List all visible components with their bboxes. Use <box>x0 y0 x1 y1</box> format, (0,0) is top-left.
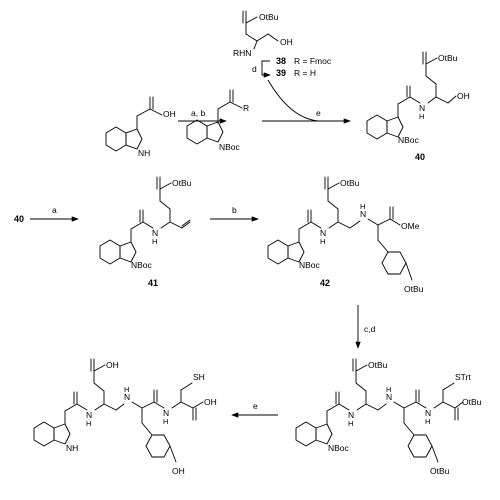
c40-oh-label: OH <box>457 91 470 101</box>
pen-otbu2-label: OtBu <box>462 397 482 407</box>
final-oh-label: OH <box>106 360 119 370</box>
final-h2-label: H <box>124 385 129 394</box>
step-e-top-label: e <box>316 108 321 118</box>
final-product-structure: N H OH N H N H SH OH OH NH <box>33 358 217 476</box>
boc-indole-ester-structure: R NBoc <box>186 89 249 152</box>
c42-ome-label: OMe <box>401 221 420 231</box>
indole-acetic-acid-structure: OH NH <box>105 96 176 158</box>
final-h3-label: H <box>163 417 168 426</box>
pen-h3-label: H <box>425 417 430 426</box>
compound-39-definition: R = H <box>294 68 316 78</box>
final-indole-nh-label: NH <box>66 443 78 453</box>
c42-h2-label: H <box>360 202 365 211</box>
c42-n1-label: N <box>320 228 326 238</box>
amino-alc-otbu-label: OtBu <box>259 12 279 22</box>
amino-alcohol-structure: OtBu OH RHN 38 R = Fmoc 39 R = H d <box>233 10 332 78</box>
acid-oh-label: OH <box>163 109 176 119</box>
c42-tyr-otbu-label: OtBu <box>404 284 424 294</box>
c41-n-label: N <box>152 228 158 238</box>
pen-otbu-label: OtBu <box>368 360 388 370</box>
step-b-label: b <box>232 205 237 215</box>
final-n2-label: N <box>124 392 130 402</box>
c42-nboc-label: NBoc <box>299 260 321 270</box>
compound-41-label: 41 <box>148 278 158 288</box>
pen-tyr-otbu-label: OtBu <box>430 466 450 476</box>
final-h1-label: H <box>86 419 91 428</box>
step-d-top-label: d <box>252 64 257 74</box>
pen-n3-label: N <box>425 408 431 418</box>
compound-39-label: 39 <box>276 68 286 78</box>
pen-n2-label: N <box>386 392 392 402</box>
final-n3-label: N <box>163 408 169 418</box>
pen-h2-label: H <box>386 385 391 394</box>
c41-otbu-label: OtBu <box>172 178 192 188</box>
c41-h-label: H <box>152 237 157 246</box>
c42-n2-label: N <box>360 209 366 219</box>
step-ab-label: a, b <box>191 108 205 118</box>
curved-arrow-39 <box>267 79 319 122</box>
final-sh-label: SH <box>193 372 205 382</box>
compound-42-structure: N H OtBu N H OMe OtBu NBoc 42 <box>267 176 424 294</box>
final-acid-oh-label: OH <box>204 397 217 407</box>
compound-40-start-label: 40 <box>14 214 24 224</box>
pen-nboc-label: NBoc <box>328 443 350 453</box>
final-n1-label: N <box>86 410 92 420</box>
pen-strt-label: STrt <box>455 372 471 382</box>
nboc-label-1: NBoc <box>219 142 241 152</box>
ester-r-label: R <box>243 103 249 113</box>
amino-alc-oh-label: OH <box>280 37 293 47</box>
compound-38-label: 38 <box>276 56 286 66</box>
compound-42-label: 42 <box>320 278 330 288</box>
compound-40-structure: N H OtBu OH NBoc 40 <box>366 51 470 162</box>
c40-nboc-label: NBoc <box>398 135 420 145</box>
step-cd-label: c,d <box>364 324 376 334</box>
c40-otbu-label: OtBu <box>438 53 458 63</box>
rhn-label: RHN <box>233 48 251 58</box>
compound-38-definition: R = Fmoc <box>294 56 332 66</box>
pen-n1-label: N <box>348 410 354 420</box>
compound-41-structure: N H OtBu NBoc 41 <box>99 176 192 288</box>
step-a-label: a <box>52 205 57 215</box>
protected-peptide-structure: N H OtBu N H N H STrt OtBu OtBu NBo <box>295 358 482 476</box>
c40-n-label: N <box>419 103 425 113</box>
c42-h1-label: H <box>320 237 325 246</box>
compound-40-label: 40 <box>415 152 425 162</box>
pen-h1-label: H <box>348 419 353 428</box>
c42-otbu-label: OtBu <box>340 178 360 188</box>
c41-nboc-label: NBoc <box>131 260 153 270</box>
final-tyr-oh-label: OH <box>172 466 185 476</box>
step-e-bottom-label: e <box>253 401 258 411</box>
c40-h-label: H <box>419 112 424 121</box>
indole-nh-label: NH <box>138 148 150 158</box>
